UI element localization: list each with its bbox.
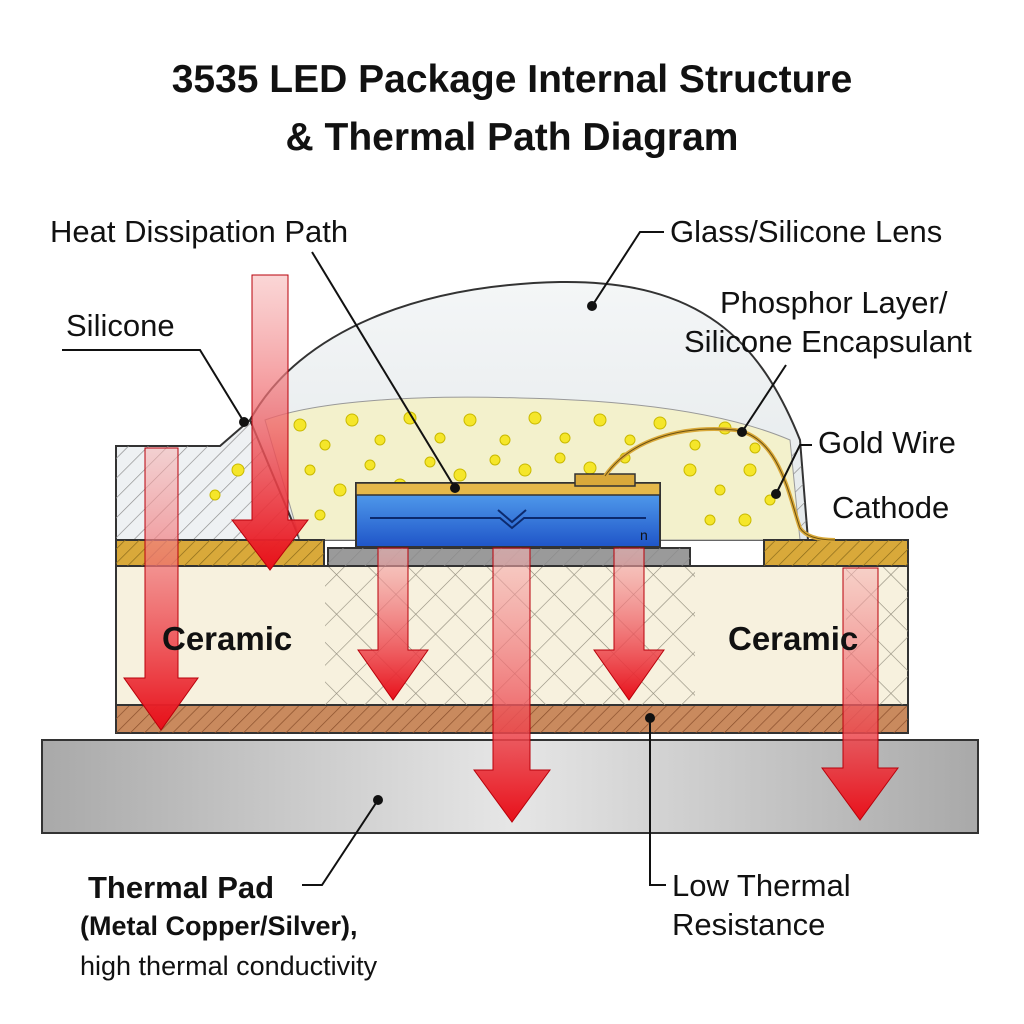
phosphor-label-line1: Phosphor Layer/ [720, 285, 948, 320]
heat-arrow-5 [593, 547, 665, 701]
phosphor-label-line2: Silicone Encapsulant [684, 324, 972, 359]
chip-n-label: n [640, 527, 648, 543]
gold-wire-outline [604, 428, 836, 541]
thermal-pad-label-line1: Thermal Pad [88, 870, 274, 905]
gold-wire-leader [775, 444, 812, 495]
diagram-title-line2: & Thermal Path Diagram [286, 116, 739, 159]
thermal-pad-label-line3: high thermal conductivity [80, 951, 378, 981]
gold-wire-label: Gold Wire [818, 425, 956, 460]
chip-light-mark [497, 509, 527, 524]
gold-wire-leader-dot [771, 489, 781, 499]
diagram-title-line1: 3535 LED Package Internal Structure [172, 58, 853, 101]
heat-arrow-6 [821, 567, 899, 821]
thermal-pad-leader-dot [373, 795, 383, 805]
phosphor-particles [209, 411, 776, 527]
lens-leader [591, 231, 664, 307]
phosphor-leader-dot [737, 427, 747, 437]
heat-arrow-4 [473, 547, 551, 823]
low-resistance-leader-dot [645, 713, 655, 723]
cathode-label: Cathode [832, 490, 949, 525]
low-resistance-label-line2: Resistance [672, 907, 825, 942]
heat-path-leader-dot [450, 483, 460, 493]
lens-leader-dot [587, 301, 597, 311]
heat-path-label: Heat Dissipation Path [50, 214, 348, 249]
heat-arrow-1 [230, 274, 310, 571]
thermal-pad-leader [302, 799, 379, 886]
thermal-pad-label-line2: (Metal Copper/Silver), [80, 911, 358, 941]
silicone-leader [62, 349, 245, 423]
ceramic-label-right: Ceramic [728, 620, 858, 657]
heat-arrow-2 [123, 447, 199, 731]
chip-junction [370, 517, 646, 530]
low-resistance-leader [649, 718, 666, 886]
gold-pad-cathode-hatch [764, 540, 908, 566]
phosphor-leader [741, 364, 787, 433]
silicone-leader-dot [239, 417, 249, 427]
heat-path-leader [311, 251, 456, 489]
ceramic-label-left: Ceramic [162, 620, 292, 657]
heat-arrow-3 [357, 547, 429, 701]
low-resistance-label-line1: Low Thermal [672, 868, 851, 903]
heat-arrows [123, 274, 899, 823]
lens-label: Glass/Silicone Lens [670, 214, 942, 249]
silicone-label: Silicone [66, 308, 175, 343]
